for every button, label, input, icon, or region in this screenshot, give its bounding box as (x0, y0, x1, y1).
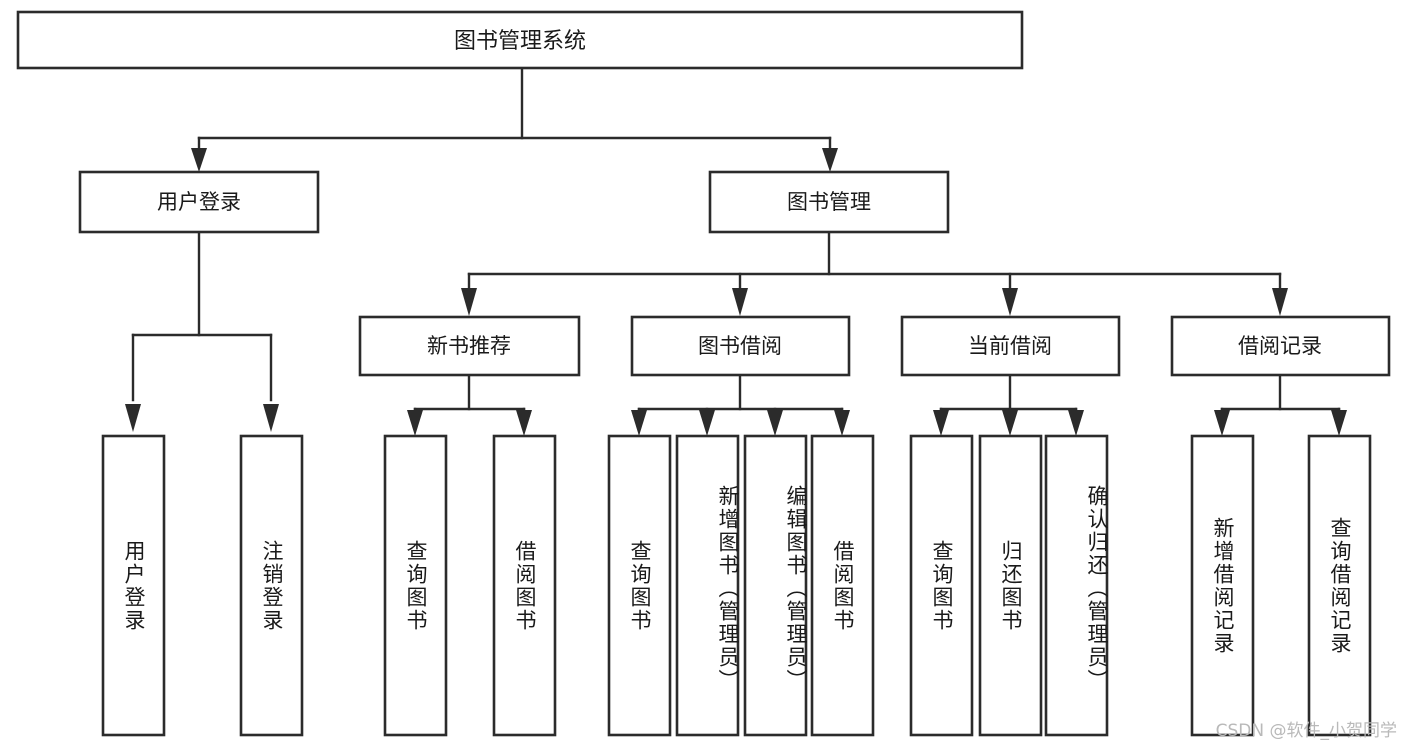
csdn-watermark: CSDN @软件_小贺同学 (1215, 721, 1397, 741)
arrow-head-icon (834, 410, 850, 436)
node-leaf-currentborrow-3[interactable] (1044, 434, 1109, 737)
arrow-head-icon (1068, 410, 1084, 436)
arrow-head-icon (1331, 410, 1347, 436)
node-leaf-borrowrecord-2[interactable] (1307, 434, 1372, 737)
node-current-borrow[interactable]: 当前借阅 (900, 315, 1121, 377)
node-book-borrow-label: 图书借阅 (698, 334, 782, 358)
node-leaf-borrowrecord-1[interactable] (1190, 434, 1255, 737)
connector-currentborrow-to-leaves (933, 373, 1084, 436)
node-leaf-bookborrow-4[interactable] (810, 434, 875, 737)
node-leaf-bookborrow-1[interactable] (607, 434, 672, 737)
node-leaf-user-login-2[interactable] (239, 434, 304, 737)
arrow-head-icon (1002, 410, 1018, 436)
arrow-head-icon (767, 410, 783, 436)
arrow-head-icon (125, 404, 141, 432)
node-user-login-label: 用户登录 (157, 190, 241, 214)
arrow-head-icon (461, 288, 477, 316)
node-borrow-record[interactable]: 借阅记录 (1170, 315, 1391, 377)
arrow-head-icon (699, 410, 715, 436)
arrow-head-icon (1002, 288, 1018, 316)
node-leaf-newbook-2[interactable] (492, 434, 557, 737)
node-user-login[interactable]: 用户登录 (78, 170, 320, 234)
node-leaf-currentborrow-2[interactable] (978, 434, 1043, 737)
connector-borrowrecord-to-leaves (1214, 373, 1347, 436)
node-root[interactable]: 图书管理系统 (16, 10, 1024, 70)
node-new-book-recommend-label: 新书推荐 (427, 334, 511, 358)
connector-root-to-level1 (191, 66, 838, 172)
connector-newbook-to-leaves (407, 373, 532, 436)
arrow-head-icon (516, 410, 532, 436)
arrow-head-icon (407, 410, 423, 436)
arrow-head-icon (822, 148, 838, 172)
node-book-management[interactable]: 图书管理 (708, 170, 950, 234)
arrow-head-icon (1214, 410, 1230, 436)
arrow-head-icon (191, 148, 207, 172)
arrow-head-icon (263, 404, 279, 432)
node-book-management-label: 图书管理 (787, 190, 871, 214)
node-leaf-bookborrow-3[interactable] (743, 434, 808, 737)
node-current-borrow-label: 当前借阅 (968, 334, 1052, 358)
connector-userlogin-to-leaves (125, 230, 279, 432)
node-leaf-newbook-1[interactable] (383, 434, 448, 737)
node-borrow-record-label: 借阅记录 (1238, 334, 1322, 358)
arrow-head-icon (732, 288, 748, 316)
connector-bookmgmt-to-level2 (461, 230, 1288, 316)
connector-bookborrow-to-leaves (631, 373, 850, 436)
arrow-head-icon (933, 410, 949, 436)
node-leaf-bookborrow-2[interactable] (675, 434, 740, 737)
node-root-label: 图书管理系统 (454, 29, 586, 54)
node-leaf-currentborrow-1[interactable] (909, 434, 974, 737)
arrow-head-icon (631, 410, 647, 436)
arrow-head-icon (1272, 288, 1288, 316)
node-leaf-user-login-1[interactable] (101, 434, 166, 737)
node-new-book-recommend[interactable]: 新书推荐 (358, 315, 581, 377)
node-book-borrow[interactable]: 图书借阅 (630, 315, 851, 377)
